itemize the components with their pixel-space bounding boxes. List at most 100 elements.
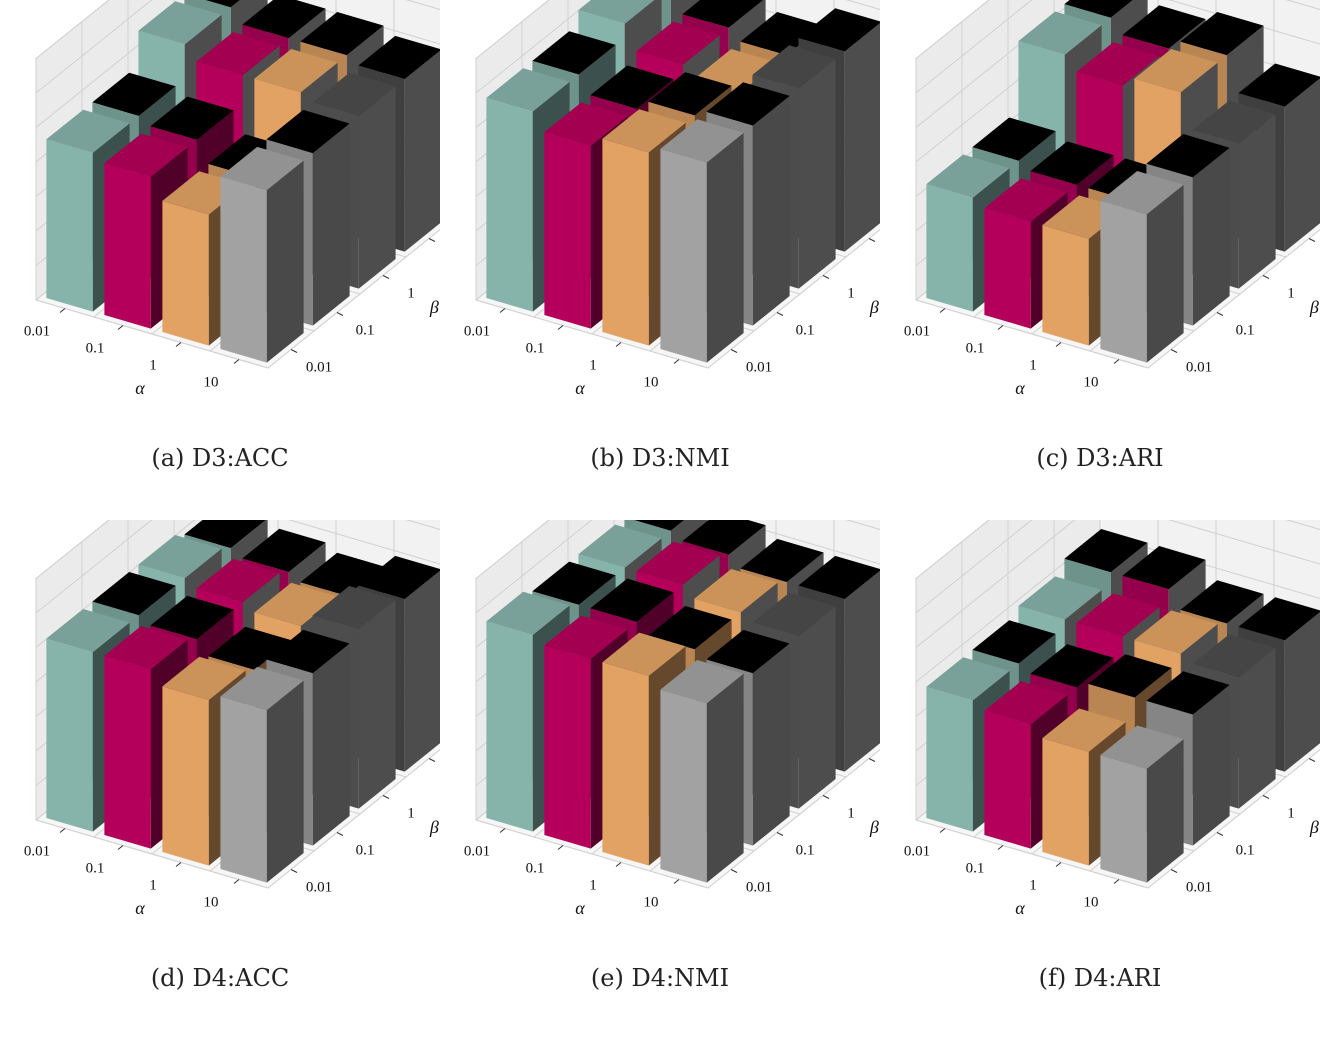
bar-side-face [312,123,350,326]
bar-top-face [590,65,674,109]
bar-front-face [984,208,1031,329]
bar-side-face [1284,612,1320,772]
alpha-tick-label: 10 [204,895,219,911]
alpha-tick-mark [673,879,680,884]
beta-grid-line [915,58,1149,369]
beta-tick-label: 1 [1287,286,1295,302]
beta-tick-mark [1308,758,1316,762]
beta-axis: 0.010.1110β [730,238,879,376]
beta-tick-mark [428,238,436,242]
bar-top-face [208,626,292,670]
alpha-tick-mark [557,845,564,850]
alpha-tick-mark [1055,342,1062,347]
bar-top-face [602,632,686,676]
bar-top-face [1122,5,1206,49]
beta-tick-mark [1216,832,1224,836]
bar-top-face [972,117,1056,161]
alpha-tick-mark [939,308,946,313]
bar-top-face [752,592,836,637]
bar-top-face [972,620,1056,664]
bar-front-face [660,148,707,363]
alpha-tick-mark [1113,359,1120,364]
beta-grid-line [35,58,269,369]
bar-top-face [682,0,764,28]
alpha-tick-mark [1113,879,1120,884]
alpha-axis-label: α [135,898,145,918]
bar [1100,171,1184,363]
bar3d-chart-d3-ari: 0.00.10.20.30.40.50.60.70.010.1110α0.010… [904,0,1320,398]
beta-axis: 0.010.1110β [290,238,439,376]
bar-side-face [404,50,440,252]
bar-top-face [1180,580,1264,624]
bar-top-face [1042,708,1126,752]
alpha-axis-label: α [575,378,585,398]
z-grid-line [35,0,110,59]
beta-tick-mark [822,275,830,279]
z-grid-line [915,0,990,59]
bar-front-face [486,97,533,312]
beta-tick-mark [1262,275,1270,279]
beta-grid-line [475,578,709,889]
bars [486,520,880,883]
bar-top-face [92,572,176,616]
beta-axis-label: β [1309,297,1319,317]
alpha-tick-label: 0.01 [464,324,490,340]
bar [660,119,744,363]
bar-top-face [1030,644,1114,688]
bar-top-face [984,681,1068,725]
alpha-tick-mark [117,845,124,850]
beta-axis: 0.010.1110β [730,758,879,896]
alpha-tick-label: 0.1 [526,861,545,877]
bar-front-face [602,662,649,866]
beta-tick-mark [382,795,390,799]
bar-top-face [1122,546,1206,590]
bar-top-face [694,569,778,613]
alpha-tick-mark [175,862,182,867]
z-grid-line [475,520,880,614]
subplot-d3-ari: 0.00.10.20.30.40.50.60.70.010.1110α0.010… [880,0,1320,500]
bar-side-face [312,643,350,846]
beta-tick-mark [822,795,830,799]
alpha-tick-label: 10 [1084,895,1099,911]
bar-top-face [1146,134,1230,178]
subplot-caption: (f) D4:ARI [1038,964,1162,992]
beta-tick-label: 0.01 [306,360,332,376]
bar-front-face [660,689,707,883]
bar-top-face [926,154,1010,198]
beta-grid-line [915,578,1149,889]
bar-top-face [220,146,304,191]
bar-side-face [706,132,744,363]
bar-top-face [1018,11,1102,55]
beta-axis: 0.010.1110β [1170,238,1319,376]
bar-side-face [706,673,744,883]
bar-top-face [205,0,241,8]
bar-top-face [162,656,246,700]
beta-axis-label: β [1309,817,1319,837]
beta-axis-label: β [869,297,879,317]
alpha-tick-mark [499,828,506,833]
bar-top-face [104,626,188,670]
subplot-caption: (b) D3:NMI [590,444,730,472]
bar-top-face [1076,593,1160,637]
bar-side-face [358,599,396,809]
bars [46,520,440,883]
bar-top-face [1076,42,1160,86]
alpha-axis-label: α [1015,378,1025,398]
bar-top-face [984,178,1068,222]
bar-top-face [648,606,732,650]
alpha-tick-label: 10 [644,375,659,391]
alpha-tick-label: 1 [1029,878,1037,894]
bar-top-face [1018,576,1102,620]
bar-top-face [706,629,790,674]
alpha-tick-label: 10 [644,895,659,911]
beta-tick-mark [336,312,344,316]
beta-grid-line [475,58,709,369]
bar [1100,725,1184,883]
bars [926,529,1320,883]
alpha-tick-mark [117,325,124,330]
bar-side-face [1146,739,1184,883]
